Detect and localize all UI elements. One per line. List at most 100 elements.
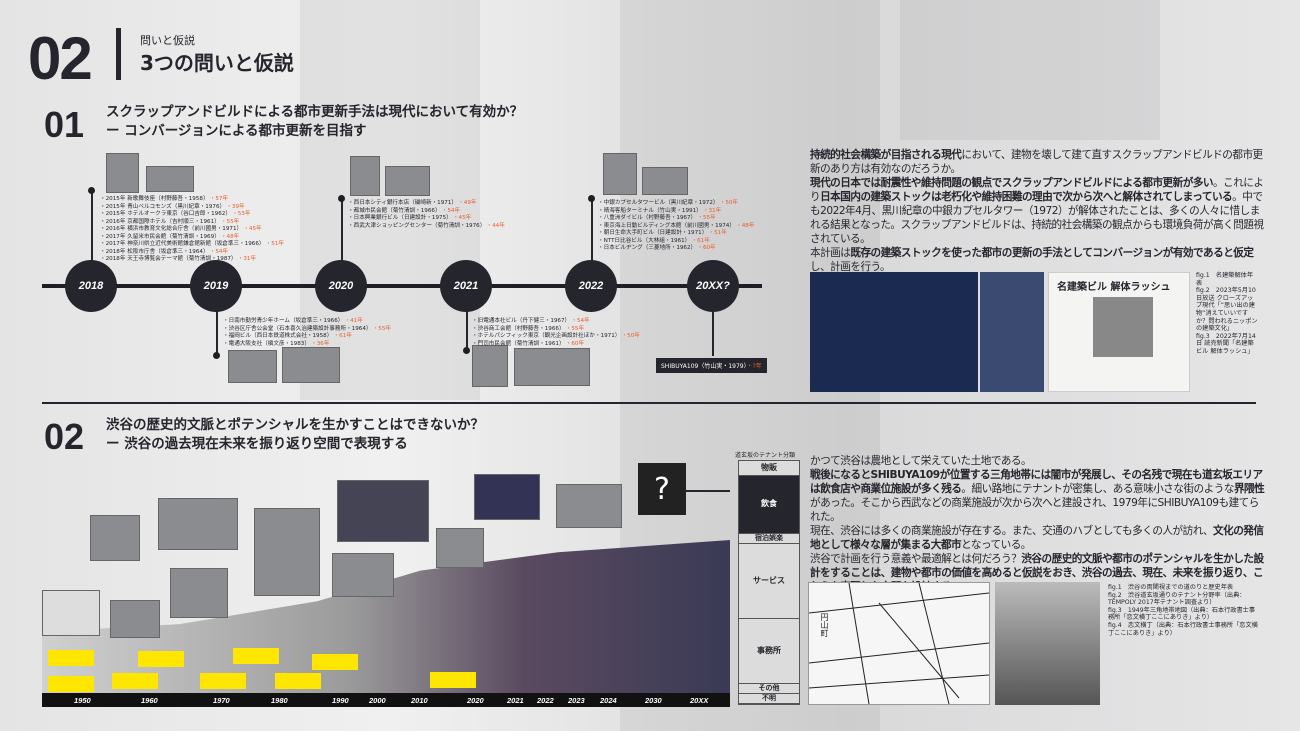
paragraph: 本計画は既存の建築ストックを使った都市の更新の手法としてコンバージョンが有効であ… [810, 246, 1265, 274]
emphasis-text: 持続的社会構築が目指される現代 [810, 149, 962, 161]
caption: fig.1 名建築解体年表 [1196, 272, 1254, 287]
years-standing: ・39年 [226, 203, 245, 210]
demolished-building: ・2018年 天王寺博覧会テーマ館（菊竹清訓・1987）・31年 [100, 256, 284, 264]
section-number: 02 [28, 25, 93, 92]
demolished-building: ・晴海客船ターミナル（竹山実・1991）・31年 [598, 208, 754, 216]
text-run: し、計画を行う。 [810, 261, 891, 273]
years-standing: ・53年 [232, 211, 251, 217]
building-photo [350, 156, 380, 196]
axis-label: 20XX [690, 696, 709, 705]
timeline-stem [216, 286, 218, 356]
caption: fig.1 渋谷の両関視までの道のりと歴史年表 [1108, 584, 1234, 591]
building-info: ・福岡ビル（西日本鉄道株式会社・1958） [223, 333, 330, 339]
triangle-district-map: 円山町 [808, 582, 990, 705]
connector-line [686, 490, 730, 492]
history-photo [474, 474, 540, 520]
emphasis-text: 戦後になるとSHIBUYA109が位置する三角地帯には闇市が発展し、その名残で現… [810, 469, 1263, 495]
building-info: ・東京海上日動ビルディング本館（前川國男・1974） [598, 222, 733, 229]
tenant-segment: サービス [739, 544, 799, 619]
axis-label: 2030 [645, 696, 662, 705]
shibuya109-years: ・?年 [746, 363, 762, 370]
demolished-building: ・日本興業銀行ビル（日建設計・1975）・45年 [348, 215, 505, 223]
timeline-dot [213, 352, 220, 359]
years-standing: ・55年 [220, 218, 240, 225]
bg-building [300, 0, 480, 400]
demolished-building: ・西武大津ショッピングセンター（菊竹清訓・1976）・44年 [348, 223, 505, 231]
axis-label: 2021 [507, 696, 524, 705]
axis-label: 2010 [411, 696, 428, 705]
years-standing: ・54年 [571, 318, 590, 324]
demolished-building: ・日南市勤労青少年ホーム（坂倉準三・1966）・41年 [223, 318, 391, 326]
paragraph: 戦後になるとSHIBUYA109が位置する三角地帯には闇市が発展し、その名残で現… [810, 468, 1265, 524]
tenant-stacked-bar: 物販飲食宿泊娯楽サービス事務所その他不明 [738, 460, 800, 705]
building-info: ・2017年 神奈川県立近代美術館鎌倉館新館（坂倉準三・1966） [100, 241, 262, 247]
years-standing: ・44年 [486, 222, 505, 229]
demolition-list-2019: ・日南市勤労青少年ホーム（坂倉準三・1966）・41年・渋谷区庁舎公会堂（石本喜… [223, 318, 391, 348]
emphasis-text: 日本国内の建築ストックは老朽化や維持困難の理由で次から次へと解体されてしまってい… [820, 191, 1233, 203]
tenant-chart-title: 道玄坂のテナント分類 [735, 452, 796, 459]
newspaper-headline: 名建築ビル 解体ラッシュ [1057, 282, 1171, 293]
history-label [233, 648, 279, 664]
paragraph: 持続的社会構築が目指される現代において、建物を壊して建て直すスクラップアンドビル… [810, 148, 1265, 176]
building-photo [106, 153, 139, 193]
text-run: 。これにより [810, 177, 1264, 203]
demolished-building: ・中銀カプセルタワービル（黒川紀章・1972）・50年 [598, 200, 754, 208]
demolished-building: ・2017年 神奈川県立近代美術館鎌倉館新館（坂倉準三・1966）・51年 [100, 241, 284, 249]
years-standing: ・54年 [441, 207, 461, 214]
emphasis-text: 界隈性 [1233, 483, 1265, 495]
text-run: 渋谷で計画を行う意義や最適解とは何だろう？ [810, 553, 1022, 565]
building-info: ・ホテルパシフィック東京（観光企画設計社ほか・1971） [472, 333, 618, 339]
q1-captions: fig.1 名建築解体年表 fig.2 2023年5月10日放送 クローズアップ… [1196, 272, 1258, 356]
hypothesis-text: ー 渋谷の過去現在未来を振り返り空間で表現する [106, 436, 408, 452]
demolition-list-2022: ・中銀カプセルタワービル（黒川紀章・1972）・50年・晴海客船ターミナル（竹山… [598, 200, 754, 253]
timeline-dot [338, 195, 345, 202]
koibumi-yokocho-photo [995, 582, 1100, 705]
timeline-dot [88, 187, 95, 194]
years-standing: ・48年 [220, 233, 240, 240]
tenant-segment: 事務所 [739, 619, 799, 684]
map-lines [808, 582, 990, 705]
caption: fig.3 1949年三角地帯地図（出典：石本行政書士事務所「恋文横丁ここにあり… [1108, 606, 1256, 622]
years-standing: ・60年 [565, 340, 585, 347]
timeline-stem [91, 190, 93, 286]
tv-screenshot-photo [810, 272, 978, 392]
years-standing: ・48年 [736, 222, 755, 229]
years-standing: ・45年 [243, 226, 262, 232]
demolished-building: ・旧電通本社ビル（丹下健三・1967）・54年 [472, 318, 640, 326]
building-info: ・中銀カプセルタワービル（黒川紀章・1972） [598, 200, 716, 206]
demolition-list-2021: ・旧電通本社ビル（丹下健三・1967）・54年・渋谷商工会館（村野藤吾・1966… [472, 318, 640, 348]
building-info: ・2016年 横浜市教育文化総合庁舎（前川國男・1971） [100, 226, 240, 232]
building-info: ・2015年 新歌舞伎座（村野藤吾・1958） [100, 196, 206, 202]
axis-label: 2024 [600, 696, 617, 705]
years-standing: ・51年 [708, 230, 727, 236]
tenant-segment: 宿泊娯楽 [739, 534, 799, 544]
shibuya109-label: SHIBUYA109（竹山実・1979）・?年 [656, 358, 767, 373]
building-info: ・渋谷商工会館（村野藤吾・1966） [472, 325, 562, 332]
tenant-segment: 不明 [739, 694, 799, 704]
history-label [48, 676, 94, 692]
building-info: ・2015年 ホテルオークラ東京（谷口吉郎・1962） [100, 211, 229, 217]
q2-captions: fig.1 渋谷の両関視までの道のりと歴史年表 fig.2 渋谷道玄坂通りのテナ… [1108, 584, 1258, 637]
tenant-segment: その他 [739, 684, 799, 694]
text-run: となっている。 [961, 539, 1031, 551]
demolished-building: ・2017年 久留米市民会館（菊竹清訓・1969）・48年 [100, 234, 284, 242]
building-info: ・2018年 天王寺博覧会テーマ館（菊竹清訓・1987） [100, 256, 234, 262]
history-photo [337, 480, 429, 542]
caption: fig.2 2023年5月10日放送 クローズアップ現代「“思い出の建物”消えて… [1196, 287, 1258, 333]
years-standing: ・60年 [697, 245, 716, 251]
demolished-building: ・八重洲ダイビル（村野藤吾・1967）・55年 [598, 215, 754, 223]
building-info: ・朝日生命大手町ビル（日建設計・1971） [598, 230, 705, 236]
timeline-stem [341, 198, 343, 286]
timeline-stem [591, 198, 593, 286]
caption: fig.4 恋文横丁（出典：石本行政書士事務所「恋文横丁ここにありき」より） [1108, 621, 1258, 637]
q1-body-text: 持続的社会構築が目指される現代において、建物を壊して建て直すスクラップアンドビル… [810, 148, 1265, 274]
text-run: かつて渋谷は農地として栄えていた土地である。 [810, 455, 1032, 467]
history-label [430, 672, 476, 688]
building-info: ・2016年 京都国際ホテル（吉村順三・1961） [100, 218, 217, 225]
history-photo [158, 498, 238, 550]
years-standing: ・49年 [458, 200, 477, 206]
timeline-stem [466, 286, 468, 350]
years-standing: ・51年 [265, 241, 285, 247]
newspaper-photo [1093, 297, 1153, 357]
paragraph: 現代の日本では耐震性や維持問題の観点でスクラップアンドビルドによる都市更新が多い… [810, 176, 1265, 246]
